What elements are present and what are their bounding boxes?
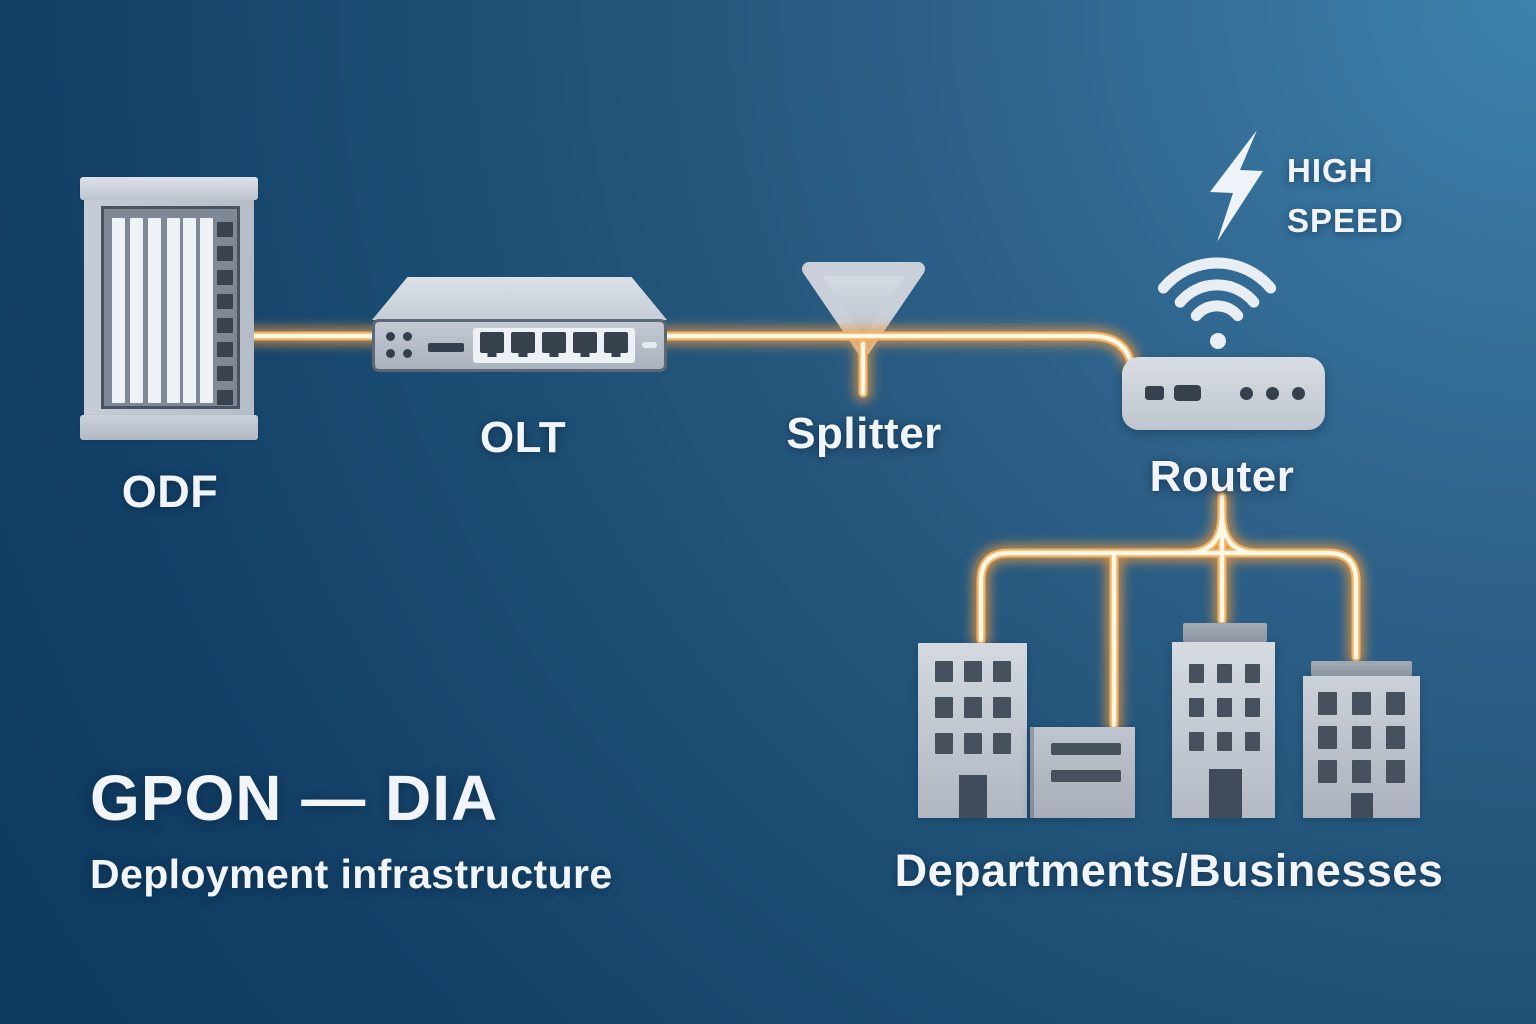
odf-panel <box>101 206 240 409</box>
building-window <box>964 661 982 682</box>
building-window <box>935 733 953 754</box>
high-speed-line2: SPEED <box>1287 202 1404 239</box>
building-window <box>1386 760 1405 783</box>
building-window <box>1352 726 1371 749</box>
router-port <box>1174 385 1201 401</box>
building-windows <box>1189 664 1260 751</box>
olt-indicator <box>642 342 657 348</box>
olt-top-face <box>372 277 667 320</box>
building-window <box>1217 664 1232 683</box>
building-window <box>1352 760 1371 783</box>
olt-front-face <box>372 319 667 372</box>
building-window <box>1386 692 1405 715</box>
building-roof-cap <box>1311 661 1412 676</box>
building-window <box>1217 698 1232 717</box>
olt-port <box>542 332 566 353</box>
odf-port <box>217 246 233 261</box>
olt-led-dot <box>403 332 412 341</box>
olt-led-dot <box>386 332 395 341</box>
building-window <box>1189 698 1204 717</box>
odf-slat <box>148 218 161 403</box>
building-window <box>993 661 1011 682</box>
building-icon <box>1303 661 1420 818</box>
odf-slat <box>200 218 213 403</box>
building-window <box>935 697 953 718</box>
odf-port <box>217 270 233 285</box>
router-label: Router <box>1149 452 1295 501</box>
odf-slat <box>112 218 125 403</box>
splitter-triangle-icon <box>802 262 925 356</box>
odf-label: ODF <box>121 466 219 517</box>
building-window <box>993 733 1011 754</box>
building-roof-cap <box>1183 623 1267 642</box>
wifi-icon <box>1157 257 1277 349</box>
building-window <box>993 697 1011 718</box>
annex-strip-window <box>1051 770 1121 782</box>
lightning-bolt-icon <box>1210 130 1263 242</box>
odf-port <box>217 318 233 333</box>
router-led-dot <box>1240 387 1253 400</box>
olt-device-icon <box>372 277 667 372</box>
splitter-label: Splitter <box>786 409 942 458</box>
olt-led-dot <box>386 349 395 358</box>
router-icon <box>1122 357 1325 430</box>
building-window <box>1318 692 1337 715</box>
building-window <box>1189 664 1204 683</box>
odf-top-cap <box>80 177 258 200</box>
building-window <box>1352 692 1371 715</box>
page-subtitle: Deployment infrastructure <box>90 851 613 897</box>
odf-slat <box>130 218 143 403</box>
odf-port <box>217 342 233 357</box>
olt-label: OLT <box>479 413 567 462</box>
building-window <box>1318 760 1337 783</box>
building-window <box>1386 726 1405 749</box>
building-window <box>935 661 953 682</box>
olt-port-panel <box>473 328 635 363</box>
olt-port <box>604 332 628 353</box>
building-window <box>1245 698 1260 717</box>
annex-strip-window <box>1051 743 1121 755</box>
page-title: GPON — DIA <box>90 762 499 834</box>
title-block: GPON — DIA Deployment infrastructure <box>90 766 613 895</box>
olt-led-dot <box>403 349 412 358</box>
building-window <box>1245 664 1260 683</box>
olt-port <box>480 332 504 353</box>
building-window <box>964 733 982 754</box>
olt-port <box>511 332 535 353</box>
odf-port <box>217 222 233 237</box>
odf-slat <box>167 218 180 403</box>
router-led-dot <box>1292 387 1305 400</box>
router-led-dot <box>1266 387 1279 400</box>
odf-bottom-cap <box>80 415 258 440</box>
odf-port <box>217 366 233 381</box>
building-door <box>959 775 987 818</box>
high-speed-line1: HIGH <box>1287 152 1374 189</box>
odf-slat <box>183 218 196 403</box>
building-door <box>1209 769 1242 818</box>
router-port <box>1145 386 1164 400</box>
building-icon <box>1172 623 1275 818</box>
building-window <box>964 697 982 718</box>
building-icon <box>918 643 1027 818</box>
building-window <box>1189 732 1204 751</box>
high-speed-badge: HIGH SPEED <box>1287 146 1404 246</box>
odf-cabinet-icon <box>80 177 258 440</box>
building-windows <box>1318 692 1405 783</box>
olt-slot <box>428 343 464 352</box>
olt-port <box>573 332 597 353</box>
odf-port <box>217 294 233 309</box>
odf-port <box>217 390 233 405</box>
annex-building-icon <box>1030 727 1135 818</box>
odf-body <box>84 200 254 415</box>
building-window <box>1217 732 1232 751</box>
building-windows <box>935 661 1011 754</box>
building-window <box>1245 732 1260 751</box>
destinations-label: Departments/Businesses <box>894 845 1444 896</box>
building-window <box>1318 726 1337 749</box>
olt-led-dots <box>386 332 412 358</box>
building-door <box>1351 793 1373 818</box>
